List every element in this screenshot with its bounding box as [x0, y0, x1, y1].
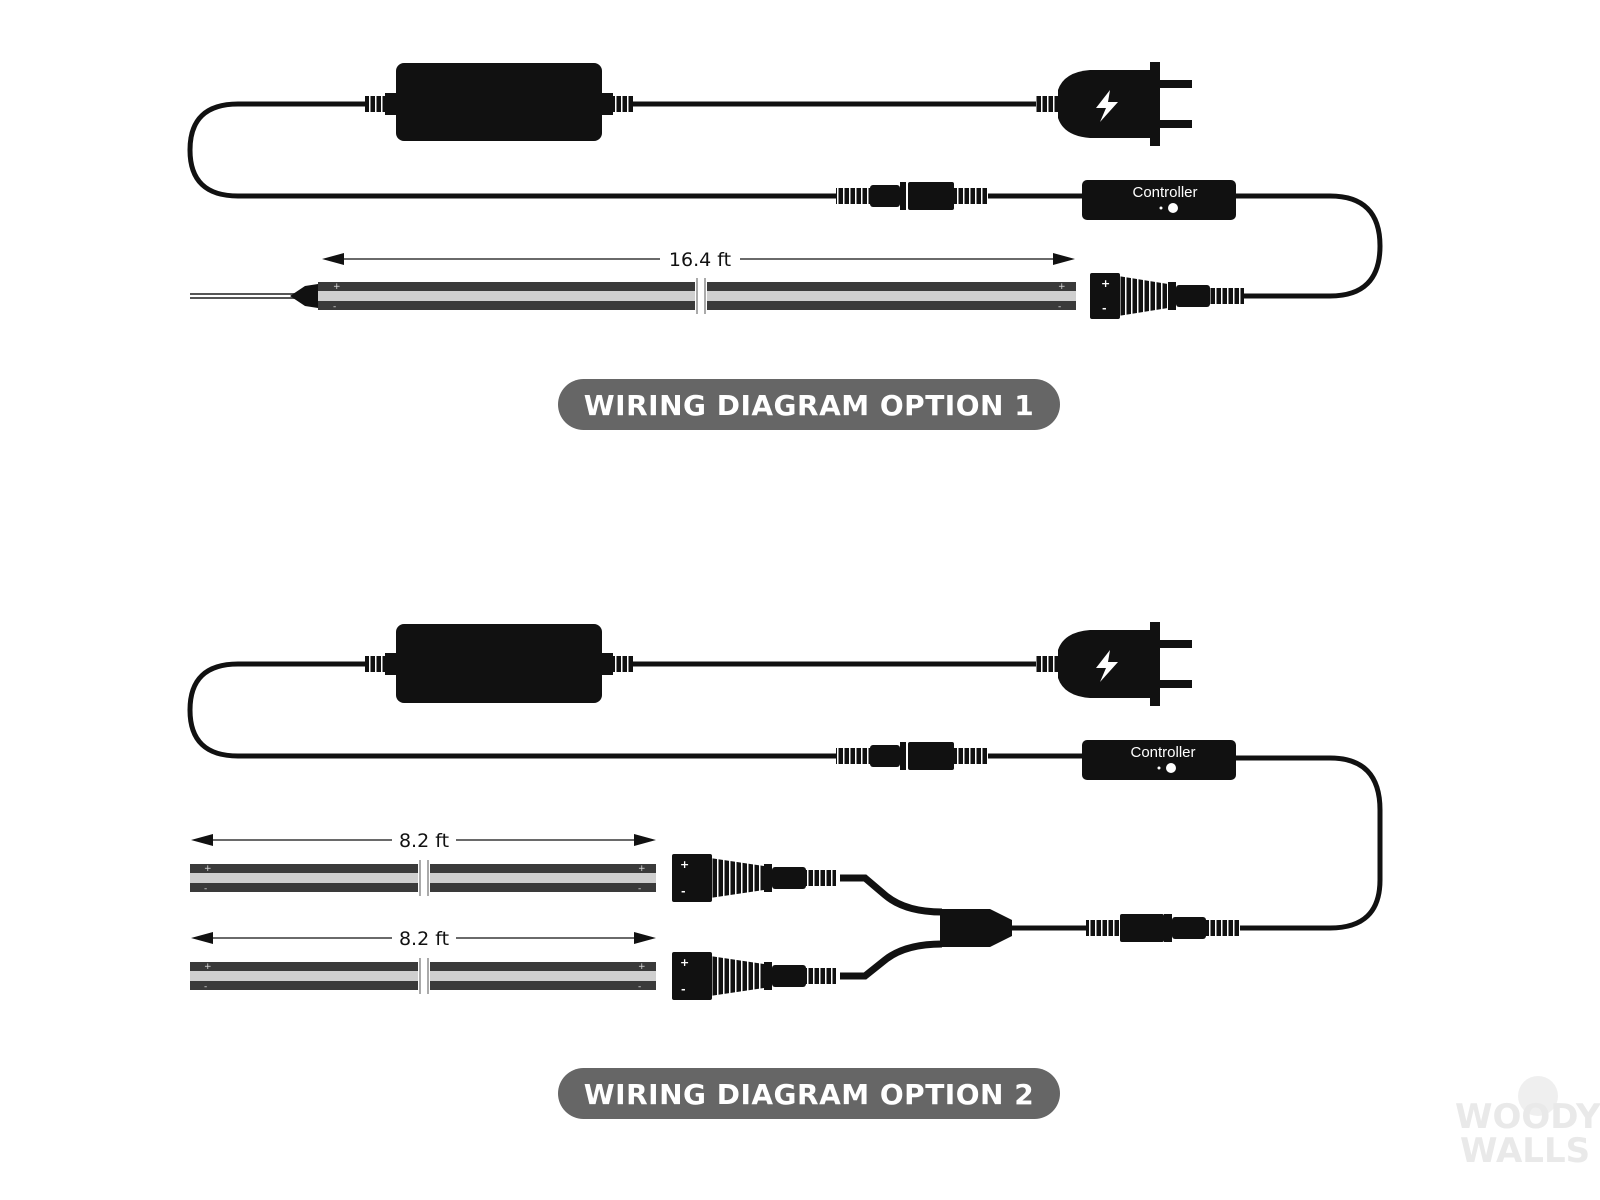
strip-positive-mark: +: [1058, 282, 1066, 292]
led-strip: + - + -: [190, 278, 1076, 314]
positive-label: +: [1101, 277, 1110, 290]
power-plug: [1036, 622, 1192, 706]
strip-connector: + -: [1090, 273, 1244, 319]
watermark-line-2: WALLS: [1460, 1131, 1590, 1171]
strip-negative-mark: -: [204, 982, 207, 992]
strip-connector-top: + -: [672, 854, 836, 902]
power-adapter: [365, 624, 633, 703]
strip-negative-mark: -: [1058, 302, 1061, 312]
power-plug: [1036, 62, 1192, 146]
led-strip-bottom: + - + -: [190, 958, 656, 994]
strip-negative-mark: -: [638, 982, 641, 992]
diagram-2-title: WIRING DIAGRAM OPTION 2: [584, 1078, 1034, 1111]
negative-label: -: [681, 885, 686, 898]
positive-label: +: [680, 956, 689, 969]
controller-label: Controller: [1132, 184, 1197, 201]
power-adapter: [365, 63, 633, 141]
diagram-2-banner: WIRING DIAGRAM OPTION 2: [558, 1068, 1060, 1119]
negative-label: -: [681, 983, 686, 996]
length-dimension-bottom: 8.2 ft: [191, 928, 656, 950]
dc-connector: [836, 742, 1082, 770]
strip-length-label: 16.4 ft: [669, 249, 731, 271]
diagram-1-title: WIRING DIAGRAM OPTION 1: [584, 389, 1034, 422]
length-dimension: 16.4 ft: [322, 249, 1075, 271]
led-strip-top: + - + -: [190, 860, 656, 896]
diagram-option-1: Controller + - + - + -: [187, 62, 1383, 430]
length-dimension-top: 8.2 ft: [191, 830, 656, 852]
power-cable: [187, 101, 840, 199]
y-splitter: [840, 874, 1012, 980]
controller-output-cable: [1230, 755, 1383, 931]
diagram-option-2: Controller + -: [187, 622, 1383, 1119]
positive-label: +: [680, 858, 689, 871]
controller-output-cable: [1210, 193, 1383, 299]
strip-negative-mark: -: [638, 884, 641, 894]
lightning-bolt-icon: [1096, 650, 1118, 682]
strip-length-label: 8.2 ft: [399, 928, 449, 950]
diagram-1-banner: WIRING DIAGRAM OPTION 1: [558, 379, 1060, 430]
watermark-line-1: WOODY: [1455, 1097, 1600, 1137]
controller-box: Controller: [1082, 740, 1236, 780]
strip-positive-mark: +: [638, 962, 646, 972]
watermark-logo: WOODY WALLS: [1455, 1076, 1600, 1171]
strip-negative-mark: -: [204, 884, 207, 894]
dc-connector: [836, 182, 1082, 210]
controller-button-icon: [1166, 763, 1176, 773]
inline-connector: [1010, 914, 1240, 942]
strip-positive-mark: +: [204, 864, 212, 874]
negative-label: -: [1102, 302, 1107, 315]
strip-negative-mark: -: [333, 302, 336, 312]
lightning-bolt-icon: [1096, 90, 1118, 122]
controller-label: Controller: [1130, 744, 1195, 761]
controller-box: Controller: [1082, 180, 1236, 220]
strip-connector-bottom: + -: [672, 952, 836, 1000]
strip-positive-mark: +: [333, 282, 341, 292]
strip-positive-mark: +: [204, 962, 212, 972]
power-cable: [187, 661, 840, 759]
strip-length-label: 8.2 ft: [399, 830, 449, 852]
strip-positive-mark: +: [638, 864, 646, 874]
controller-button-icon: [1168, 203, 1178, 213]
